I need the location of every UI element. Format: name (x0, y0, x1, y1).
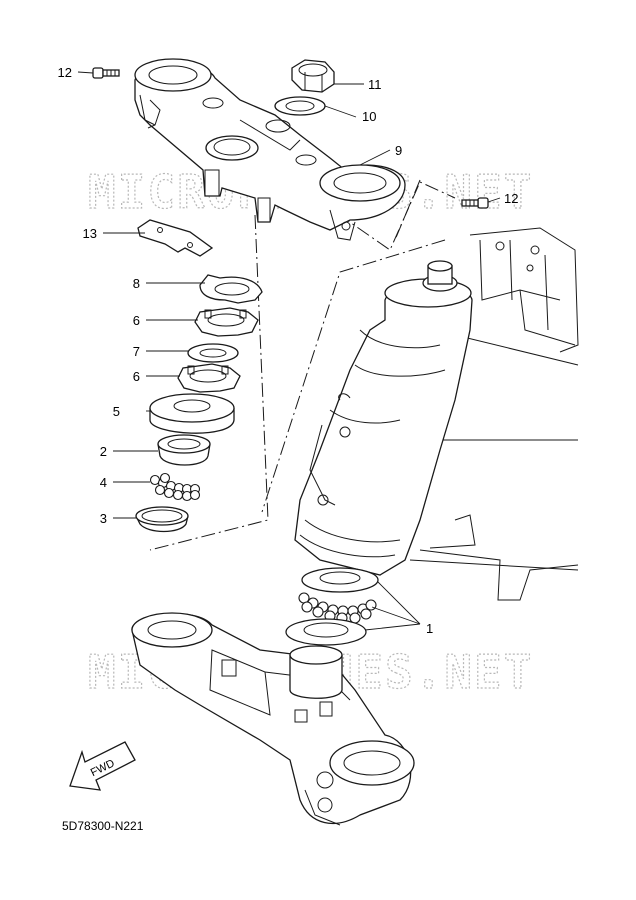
part-12-bolt-left (92, 67, 120, 79)
part-10-washer (274, 96, 326, 116)
callout-5: 5 (113, 404, 120, 419)
callout-1: 1 (426, 621, 433, 636)
callout-leaders (77, 71, 501, 631)
part-6-ring-nut-lower (177, 363, 241, 393)
callout-4: 4 (100, 475, 107, 490)
callout-12-left: 12 (58, 65, 72, 80)
part-11-steering-nut (291, 59, 335, 93)
part-9-upper-bracket (134, 58, 406, 241)
part-7-washer (187, 343, 239, 363)
callout-12-right: 12 (504, 191, 518, 206)
part-6-ring-nut-upper (194, 307, 259, 337)
callout-10: 10 (362, 109, 376, 124)
part-2-inner-race (157, 434, 211, 466)
part-1-ball-race (298, 592, 377, 624)
part-5-bearing-cover (149, 393, 235, 434)
callout-2: 2 (100, 444, 107, 459)
callout-8: 8 (133, 276, 140, 291)
callout-11: 11 (368, 77, 382, 92)
part-4-ball-race (149, 472, 201, 502)
part-12-bolt-right (461, 197, 489, 209)
part-8-lock-washer (199, 274, 263, 304)
fwd-arrow: FWD (69, 741, 136, 791)
part-13-bracket (137, 219, 214, 257)
frame-head-pipe (294, 227, 579, 601)
part-1-bearing-set (285, 567, 379, 646)
callout-6-upper: 6 (133, 313, 140, 328)
callout-9: 9 (395, 143, 402, 158)
lower-bracket (131, 612, 415, 826)
callout-13: 13 (83, 226, 97, 241)
callout-6-lower: 6 (133, 369, 140, 384)
callout-3: 3 (100, 511, 107, 526)
part-3-outer-race (135, 506, 189, 533)
callout-7: 7 (133, 344, 140, 359)
diagram-code: 5D78300-N221 (62, 819, 144, 833)
